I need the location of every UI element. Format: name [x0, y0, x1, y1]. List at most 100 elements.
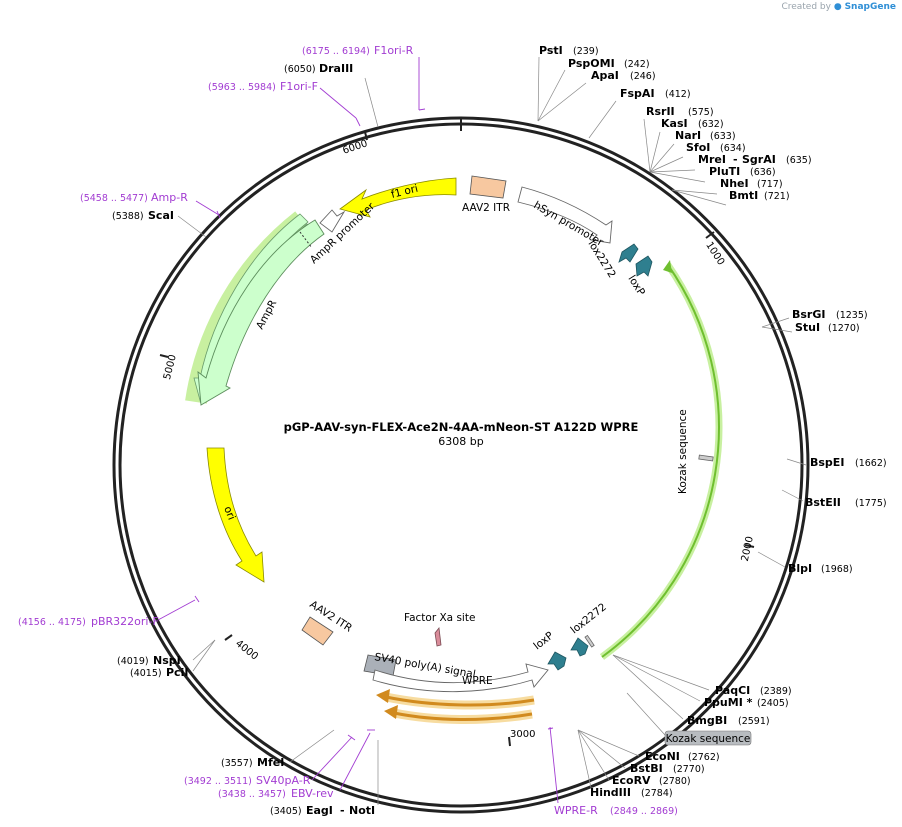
site-bsrgi-pos: (1235) — [836, 310, 868, 321]
site-econi-pos: (2762) — [688, 752, 720, 763]
site-mfei[interactable]: MfeI — [257, 756, 284, 769]
site-stui[interactable]: StuI — [795, 321, 820, 334]
factor-xa-feature[interactable] — [434, 627, 442, 647]
tick-4000 — [224, 634, 233, 641]
orf-arrow-1[interactable] — [385, 695, 535, 707]
site-pcii[interactable]: PciI — [166, 666, 188, 679]
site-apai-pos: (246) — [630, 71, 656, 82]
plasmid-name: pGP-AAV-syn-FLEX-Ace2N-4AA-mNeon-ST A122… — [284, 420, 639, 434]
site-econi[interactable]: EcoNI — [645, 750, 680, 763]
site-sfoi[interactable]: SfoI — [686, 141, 710, 154]
site-leaders-left — [177, 77, 379, 805]
site-nspi-pos: (4019) — [117, 656, 149, 667]
site-noti[interactable]: NotI — [349, 804, 375, 817]
lox2272-bottom-label: lox2272 — [568, 601, 608, 636]
aav2-itr-bottom-feature[interactable] — [301, 616, 334, 646]
site-stui-pos: (1270) — [828, 323, 860, 334]
site-ecorv[interactable]: EcoRV — [612, 774, 651, 787]
loxp-top-feature[interactable] — [635, 255, 653, 277]
tick-label-5000: 5000 — [162, 354, 179, 381]
site-bspei[interactable]: BspEI — [810, 456, 844, 469]
site-pspomi[interactable]: PspOMI — [568, 57, 615, 70]
primer-amp-r-pos: (5458 .. 5477) — [80, 193, 148, 204]
site-draiii[interactable]: DraIII — [319, 62, 353, 75]
site-nhei[interactable]: NheI — [720, 177, 749, 190]
site-sfoi-pos: (634) — [720, 143, 746, 154]
site-nspi[interactable]: NspI — [153, 654, 181, 667]
tick-1000 — [705, 231, 715, 239]
ori-feature[interactable] — [206, 447, 265, 583]
site-scai[interactable]: ScaI — [148, 209, 174, 222]
snapgene-watermark: Created by ● SnapGene — [781, 2, 896, 12]
tick-label-3000: 3000 — [510, 729, 535, 740]
site-nhei-pos: (717) — [757, 179, 783, 190]
site-psti[interactable]: PstI — [539, 44, 563, 57]
insert-orf-arrowhead — [663, 260, 672, 273]
primer-pbr322ori-f[interactable]: pBR322ori-F — [91, 615, 159, 628]
ampr-body[interactable] — [197, 219, 325, 406]
kozak-bottom-feature[interactable] — [584, 634, 595, 648]
site-bstbi[interactable]: BstBI — [630, 762, 663, 775]
site-kasi-pos: (632) — [698, 119, 724, 130]
site-bspei-pos: (1662) — [855, 458, 887, 469]
kozak-label: Kozak sequence — [677, 409, 689, 494]
site-paqci[interactable]: PaqCI — [715, 684, 750, 697]
primer-sv40pa-r-pos: (3492 .. 3511) — [184, 776, 252, 787]
site-nari[interactable]: NarI — [675, 129, 701, 142]
primer-amp-r[interactable]: Amp-R — [151, 191, 188, 204]
kozak-feature[interactable] — [698, 454, 714, 462]
site-bmgbi[interactable]: BmgBI — [687, 714, 727, 727]
ori-label: ori — [221, 505, 237, 522]
insert-orf-feature[interactable] — [601, 264, 720, 658]
site-blpi-pos: (1968) — [821, 564, 853, 575]
primer-wpre-r[interactable]: WPRE-R — [554, 804, 598, 817]
f1-ori-feature[interactable] — [339, 177, 457, 218]
loxp-bottom-feature[interactable] — [547, 651, 567, 671]
site-nari-pos: (633) — [710, 131, 736, 142]
site-eagi[interactable]: EagI — [306, 804, 333, 817]
site-mrei-pos: (635) — [786, 155, 812, 166]
primer-ebv-rev[interactable]: EBV-rev — [291, 787, 334, 800]
hsyn-promoter-feature[interactable] — [517, 186, 613, 244]
kozak-callout-box[interactable] — [664, 730, 752, 746]
site-hindiii[interactable]: HindIII — [590, 786, 631, 799]
watermark-brand: SnapGene — [844, 2, 896, 12]
site-rsrii-pos: (575) — [688, 107, 714, 118]
site-bsteii[interactable]: BstEII — [805, 496, 841, 509]
site-fspai[interactable]: FspAI — [620, 87, 655, 100]
wpre-feature[interactable] — [372, 663, 549, 693]
site-ecorv-pos: (2780) — [659, 776, 691, 787]
site-msei[interactable]: MreI — [698, 153, 726, 166]
site-bsrgi[interactable]: BsrGI — [792, 308, 825, 321]
primer-pbr322ori-f-pos: (4156 .. 4175) — [18, 617, 86, 628]
orf-arrow-1-head — [376, 689, 390, 703]
site-bmti[interactable]: BmtI — [729, 189, 758, 202]
site-bmgbi-pos: (2591) — [738, 716, 770, 727]
site-noti-sep: - — [340, 804, 345, 817]
primer-sv40pa-r[interactable]: SV40pA-R — [256, 774, 311, 787]
lox2272-top-feature[interactable] — [618, 243, 639, 263]
lox2272-bottom-feature[interactable] — [570, 637, 589, 657]
ampr-promoter-divider — [299, 231, 313, 249]
site-rsrii[interactable]: RsrII — [646, 105, 675, 118]
wpre-label: WPRE — [462, 675, 493, 687]
site-eagi-pos: (3405) — [270, 806, 302, 817]
site-pluti[interactable]: PluTI — [709, 165, 740, 178]
site-apai[interactable]: ApaI — [591, 69, 619, 82]
site-pcii-pos: (4015) — [130, 668, 162, 679]
site-kasi[interactable]: KasI — [661, 117, 688, 130]
plasmid-length: 6308 bp — [438, 435, 483, 448]
primer-ebv-rev-pos: (3438 .. 3457) — [218, 789, 286, 800]
site-hindiii-pos: (2784) — [641, 788, 673, 799]
site-blpi[interactable]: BlpI — [788, 562, 812, 575]
primer-f1ori-f[interactable]: F1ori-F — [280, 80, 318, 93]
ampr-promoter-feature[interactable] — [319, 209, 346, 233]
primer-wpre-r-pos: (2849 .. 2869) — [610, 806, 678, 817]
primer-f1ori-r[interactable]: F1ori-R — [374, 44, 414, 57]
tick-label-4000: 4000 — [233, 638, 260, 662]
site-ppumi[interactable]: PpuMI * — [704, 696, 753, 709]
aav2-itr-top-feature[interactable] — [469, 175, 507, 199]
orf-arrow-2[interactable] — [393, 711, 533, 721]
site-sgrai[interactable]: SgrAI — [742, 153, 776, 166]
